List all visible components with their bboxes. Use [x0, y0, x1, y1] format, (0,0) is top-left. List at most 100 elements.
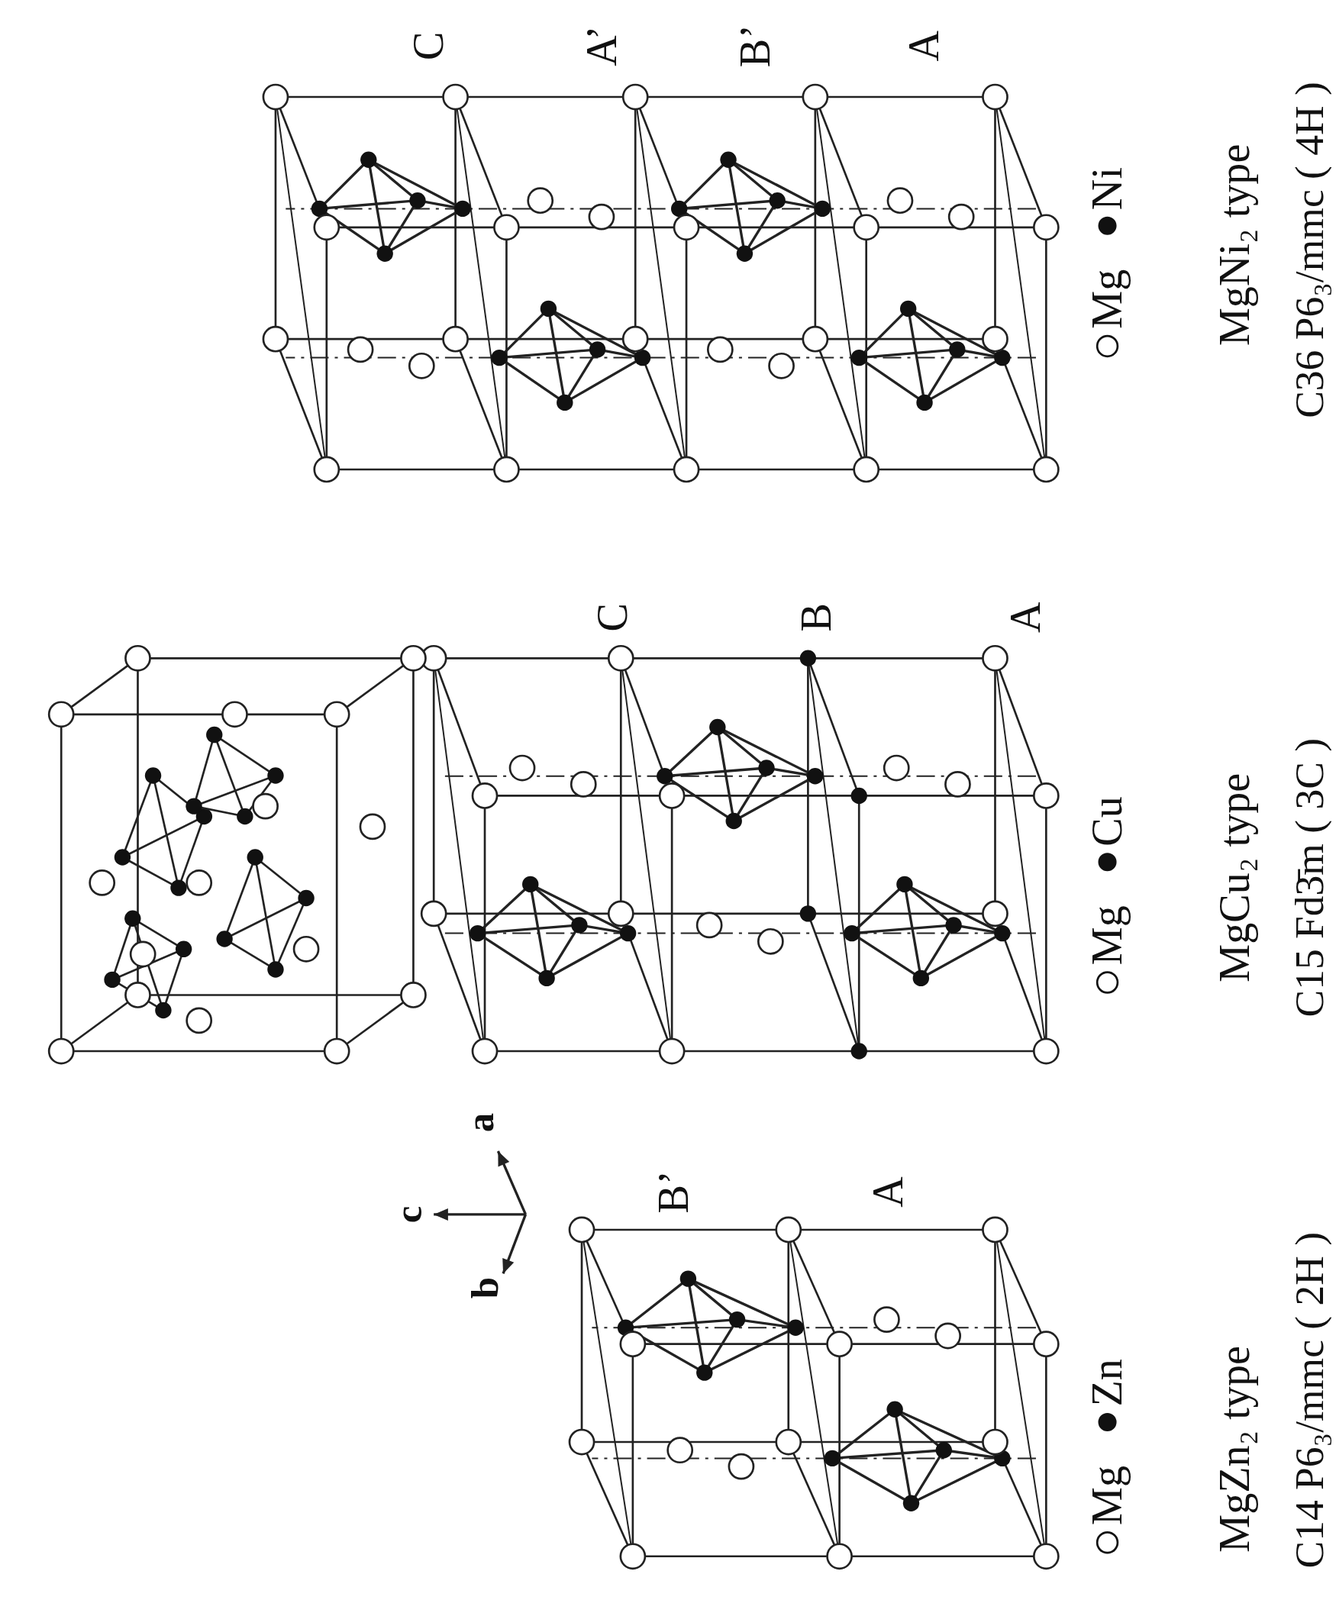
legend-text: Zn [1085, 1358, 1129, 1407]
layer-label: A’ [580, 25, 624, 67]
axis-arrowhead [502, 1258, 514, 1274]
layer-plane [994, 96, 1046, 470]
b-atom [154, 1002, 172, 1019]
cell-edge [704, 1327, 796, 1373]
cell-edge [744, 200, 778, 255]
cell-edge [477, 925, 580, 934]
layer-label: B’ [651, 1170, 695, 1214]
b-atom [903, 1495, 920, 1512]
mg-atom [528, 188, 553, 213]
mg-atom [758, 929, 783, 954]
cell-edge [728, 159, 745, 254]
mg-atom [659, 1039, 685, 1064]
mg-atom [293, 936, 319, 962]
cell-edge [894, 1409, 911, 1504]
cell-edge [455, 96, 507, 470]
cell-edge [564, 358, 643, 404]
mg-atom [187, 870, 212, 895]
cell-edge [336, 658, 414, 715]
cell-edge [224, 897, 307, 939]
b-atom [913, 970, 930, 987]
b-atom [454, 200, 471, 217]
cell-edge [851, 925, 954, 934]
b-atom [571, 916, 588, 933]
mg-atom [125, 645, 150, 671]
mg-atom [945, 771, 970, 797]
mg-atom [982, 645, 1007, 671]
mg-atom [187, 1008, 212, 1033]
b-atom [758, 759, 775, 776]
b-atom [540, 300, 557, 317]
layer-plane [807, 658, 859, 1052]
axis-arrowhead [433, 1208, 449, 1221]
b-atom [993, 925, 1011, 942]
b-atom [896, 876, 913, 893]
cell-edge [499, 358, 565, 404]
layer-label: C [406, 31, 450, 60]
cell-edge [851, 933, 921, 979]
mg-atom [400, 982, 426, 1007]
layer-label: B’ [733, 24, 777, 68]
cell-edge [858, 358, 925, 404]
b-atom [814, 200, 831, 217]
cell-edge [193, 735, 215, 807]
cell-edge [679, 159, 729, 209]
b-atom [185, 797, 202, 814]
cell-edge [112, 979, 164, 1011]
b-atom [267, 767, 284, 784]
mg-atom [509, 755, 535, 781]
b-atom [103, 971, 120, 988]
cell-edge [336, 994, 414, 1052]
cell-edge [497, 1151, 526, 1215]
cell-edge [832, 1409, 895, 1459]
b-atom [236, 808, 253, 825]
legend-row: MgNi [1085, 132, 1129, 359]
b-atom [556, 394, 573, 411]
cell-edge [254, 857, 276, 970]
cell-edge [368, 159, 385, 254]
cell-edge [744, 208, 823, 254]
mg-atom [769, 353, 794, 378]
mg-atom [707, 337, 733, 362]
space-group: C36 P6₃/mmc ( 4H ) [1289, 81, 1330, 419]
cell-edge [384, 208, 463, 254]
mg-atom [360, 814, 385, 840]
b-atom [851, 1042, 868, 1059]
b-atom [522, 876, 539, 893]
legend-row: MgCu [1085, 761, 1129, 994]
b-atom [945, 916, 962, 933]
legend-symbol [1098, 852, 1117, 872]
cell-edge [679, 200, 778, 210]
axis-arrowhead [497, 1151, 510, 1167]
mg-atom [48, 1039, 74, 1064]
axis-line [591, 1457, 1036, 1459]
legend-symbol [1098, 216, 1117, 235]
b-atom [297, 890, 314, 907]
mg-atom [622, 84, 648, 110]
legend-symbol [1096, 971, 1119, 994]
cell-edge [499, 349, 598, 359]
cell-edge [254, 857, 307, 898]
cell-edge [911, 1458, 1003, 1504]
layer-plane [994, 1229, 1046, 1557]
layer-label: B [794, 603, 838, 632]
mg-atom [1033, 1332, 1059, 1357]
mg-atom [803, 84, 828, 110]
cell-edge [530, 884, 547, 978]
mg-atom [608, 645, 633, 671]
mg-atom [697, 913, 722, 938]
mg-atom [674, 457, 699, 482]
legend-symbol [1096, 335, 1119, 358]
mg-atom [90, 870, 115, 895]
structure-name: MgZn₂ type [1213, 1345, 1257, 1553]
layer-plane [581, 1229, 633, 1557]
b-atom [216, 930, 233, 947]
mg-atom [803, 326, 828, 352]
mg-atom [608, 901, 633, 927]
mg-atom [443, 84, 468, 110]
mg-atom [569, 1429, 594, 1455]
mg-atom [493, 215, 519, 240]
axis-label: a [460, 1113, 500, 1133]
